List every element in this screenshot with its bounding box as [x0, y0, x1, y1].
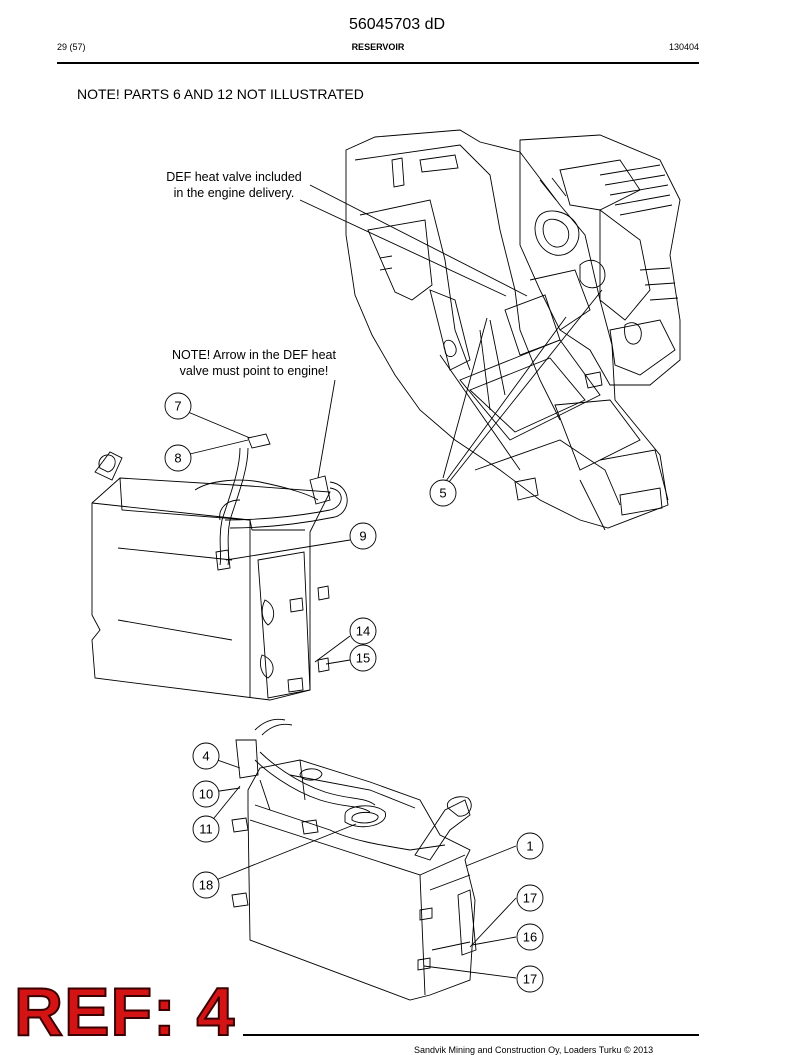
part-bubble-11 [192, 815, 220, 843]
part-bubble-7 [164, 392, 192, 420]
def-tank-upper-drawing [91, 433, 348, 701]
part-bubble-15 [349, 644, 377, 672]
leader-lines [187, 184, 603, 979]
part-number-10: 10 [199, 787, 213, 802]
part-number-5: 5 [439, 486, 446, 501]
part-bubble-17b [516, 965, 544, 993]
part-bubble-8 [164, 444, 192, 472]
arrow-note-callout-line2: valve must point to engine! [180, 364, 329, 378]
document-number: 56045703 dD [348, 16, 446, 33]
part-bubble-4 [192, 742, 220, 770]
machine-frame-drawing [345, 129, 681, 531]
part-number-17b: 17 [523, 972, 537, 987]
part-bubble-10 [192, 780, 220, 808]
part-number-8: 8 [174, 451, 181, 466]
part-bubble-16 [516, 923, 544, 951]
footer-copyright: Sandvik Mining and Construction Oy, Load… [414, 1045, 654, 1055]
part-bubble-1 [516, 832, 544, 860]
part-bubble-5 [429, 479, 457, 507]
arrow-note-callout-line1: NOTE! Arrow in the DEF heat [172, 348, 336, 362]
note-title: NOTE! PARTS 6 AND 12 NOT ILLUSTRATED [77, 86, 364, 102]
part-number-1: 1 [526, 839, 533, 854]
part-number-7: 7 [174, 399, 181, 414]
part-number-16: 16 [523, 930, 537, 945]
part-bubble-18 [192, 871, 220, 899]
header-divider [57, 62, 699, 64]
part-number-15: 15 [356, 651, 370, 666]
part-number-4: 4 [202, 749, 209, 764]
def-tank-lower-drawing [231, 718, 477, 1001]
part-number-14: 14 [356, 624, 370, 639]
def-valve-callout-line2: in the engine delivery. [174, 186, 295, 200]
document-date: 130404 [668, 42, 699, 52]
part-number-18: 18 [199, 878, 213, 893]
section-title: RESERVOIR [351, 42, 405, 52]
part-bubble-9 [349, 522, 377, 550]
part-bubble-17a [516, 884, 544, 912]
part-bubbles [164, 392, 544, 993]
ref-stamp: REF: 4 [13, 974, 236, 1050]
footer-divider [243, 1034, 699, 1036]
part-number-9: 9 [359, 529, 366, 544]
def-valve-callout-line1: DEF heat valve included [166, 170, 302, 184]
part-number-17a: 17 [523, 891, 537, 906]
part-number-11: 11 [199, 822, 213, 837]
part-bubble-14 [349, 617, 377, 645]
page-reference: 29 (57) [57, 42, 86, 52]
